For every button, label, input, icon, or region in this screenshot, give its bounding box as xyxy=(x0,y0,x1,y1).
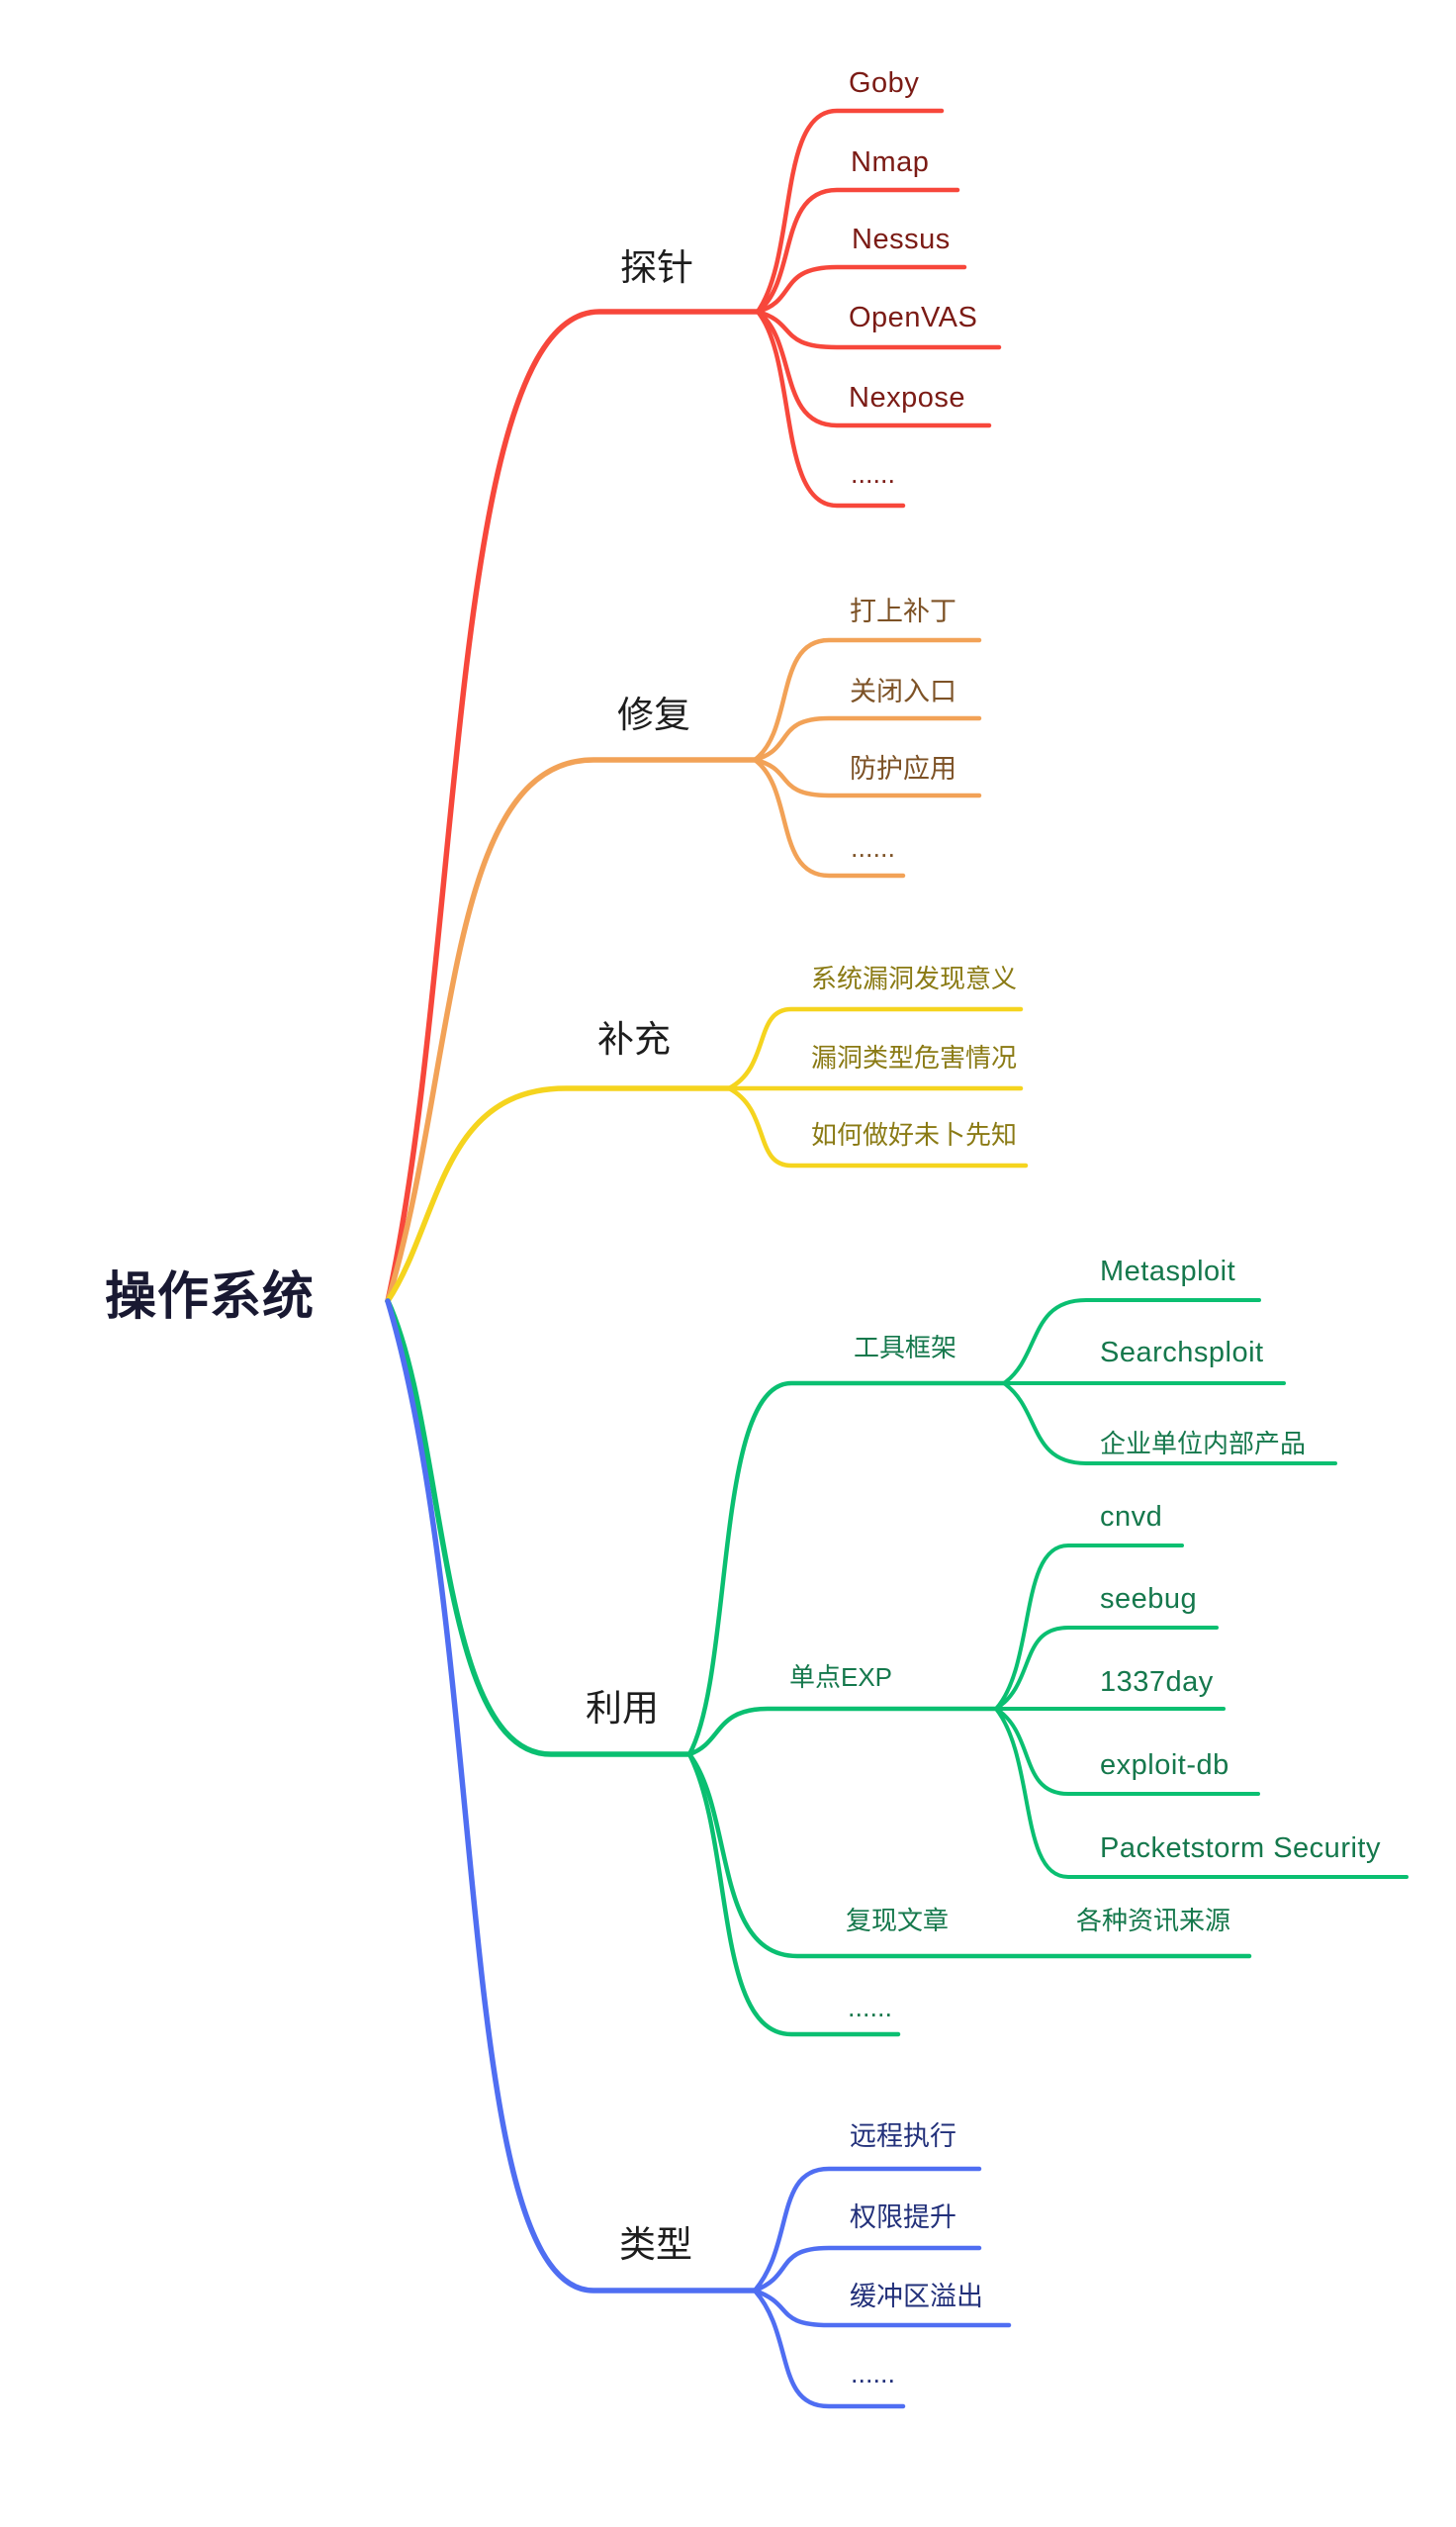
leaf-exploitdb[interactable]: exploit-db xyxy=(1100,1749,1229,1781)
connector-repair-protect-app xyxy=(752,757,982,798)
leaf-privilege-escalation[interactable]: 权限提升 xyxy=(850,2202,956,2232)
leaf-nexpose[interactable]: Nexpose xyxy=(849,382,965,414)
connector-probe-openvas xyxy=(755,309,1002,350)
leaf-nessus[interactable]: Nessus xyxy=(852,224,951,255)
branch-repair-label[interactable]: 修复 xyxy=(617,695,690,735)
leaf-protect-app[interactable]: 防护应用 xyxy=(850,754,956,784)
connector-type-more xyxy=(752,2288,906,2409)
connector-exp-exploitdb xyxy=(994,1707,1260,1796)
leaf-close-entry[interactable]: 关闭入口 xyxy=(850,677,956,706)
leaf-foresight[interactable]: 如何做好未卜先知 xyxy=(811,1120,1018,1150)
branch-probe-label[interactable]: 探针 xyxy=(620,247,693,288)
leaf-remote-exec[interactable]: 远程执行 xyxy=(850,2121,956,2151)
leaf-repair-more[interactable]: ...... xyxy=(851,833,896,863)
connector-repair-patch xyxy=(752,637,982,763)
leaf-seebug[interactable]: seebug xyxy=(1100,1583,1198,1615)
connector-exploit-more xyxy=(686,1751,901,2037)
leaf-patch[interactable]: 打上补丁 xyxy=(850,597,956,626)
leaf-info-sources[interactable]: 各种资讯来源 xyxy=(1076,1906,1231,1935)
connector-probe-nessus xyxy=(755,264,967,315)
connector-type-priv-esc xyxy=(752,2245,982,2293)
connector-type-buffer-overflow xyxy=(752,2288,1012,2328)
connector-exp-cnvd xyxy=(994,1544,1184,1711)
branch-type-label[interactable]: 类型 xyxy=(619,2224,692,2265)
leaf-probe-more[interactable]: ...... xyxy=(851,459,896,489)
connector-repair-close-entry xyxy=(752,715,982,763)
leaf-enterprise-products[interactable]: 企业单位内部产品 xyxy=(1100,1429,1307,1458)
leaf-type-more[interactable]: ...... xyxy=(851,2359,896,2388)
connector-type-remote-exec xyxy=(752,2166,982,2293)
leaf-searchsploit[interactable]: Searchsploit xyxy=(1100,1337,1264,1368)
connector-exploit-single-exp xyxy=(686,1706,999,1757)
connector-supplement-discovery xyxy=(726,1006,1024,1091)
leaf-buffer-overflow[interactable]: 缓冲区溢出 xyxy=(850,2282,983,2311)
leaf-cnvd[interactable]: cnvd xyxy=(1100,1501,1163,1533)
node-root[interactable]: 操作系统 xyxy=(105,1268,316,1326)
connector-root-probe xyxy=(385,309,761,1304)
leaf-exploit-more[interactable]: ...... xyxy=(848,1993,893,2022)
connector-root-supplement xyxy=(385,1085,732,1304)
leaf-discovery-meaning[interactable]: 系统漏洞发现意义 xyxy=(811,964,1018,993)
leaf-vuln-type-harm[interactable]: 漏洞类型危害情况 xyxy=(811,1043,1018,1073)
connector-root-exploit xyxy=(385,1298,692,1757)
leaf-metasploit[interactable]: Metasploit xyxy=(1100,1256,1236,1287)
node-tool-framework[interactable]: 工具框架 xyxy=(854,1333,957,1362)
connector-exp-seebug xyxy=(994,1626,1219,1711)
connector-probe-more xyxy=(755,309,906,509)
connector-tool-enterprise xyxy=(1002,1381,1337,1465)
branch-supplement-label[interactable]: 补充 xyxy=(597,1019,671,1060)
branch-exploit-label[interactable]: 利用 xyxy=(586,1688,659,1729)
node-repro-article[interactable]: 复现文章 xyxy=(846,1906,950,1935)
leaf-goby[interactable]: Goby xyxy=(849,67,920,99)
connector-probe-goby xyxy=(755,108,945,315)
connector-supplement-foresight xyxy=(726,1085,1029,1169)
leaf-packetstorm[interactable]: Packetstorm Security xyxy=(1100,1832,1381,1864)
leaf-1337day[interactable]: 1337day xyxy=(1100,1666,1214,1698)
connector-root-repair xyxy=(385,757,758,1304)
node-single-exp[interactable]: 单点EXP xyxy=(789,1662,893,1692)
leaf-nmap[interactable]: Nmap xyxy=(851,146,930,178)
connector-exploit-repro-article xyxy=(686,1751,1252,1959)
connector-probe-nexpose xyxy=(755,309,992,428)
connector-repair-more xyxy=(752,757,906,879)
leaf-openvas[interactable]: OpenVAS xyxy=(849,302,978,333)
connector-tool-metasploit xyxy=(1002,1298,1261,1385)
connector-probe-nmap xyxy=(755,187,960,315)
connector-exploit-tool-framework xyxy=(686,1380,1007,1757)
connector-root-type xyxy=(385,1298,758,2293)
connector-exp-packetstorm xyxy=(994,1707,1409,1879)
